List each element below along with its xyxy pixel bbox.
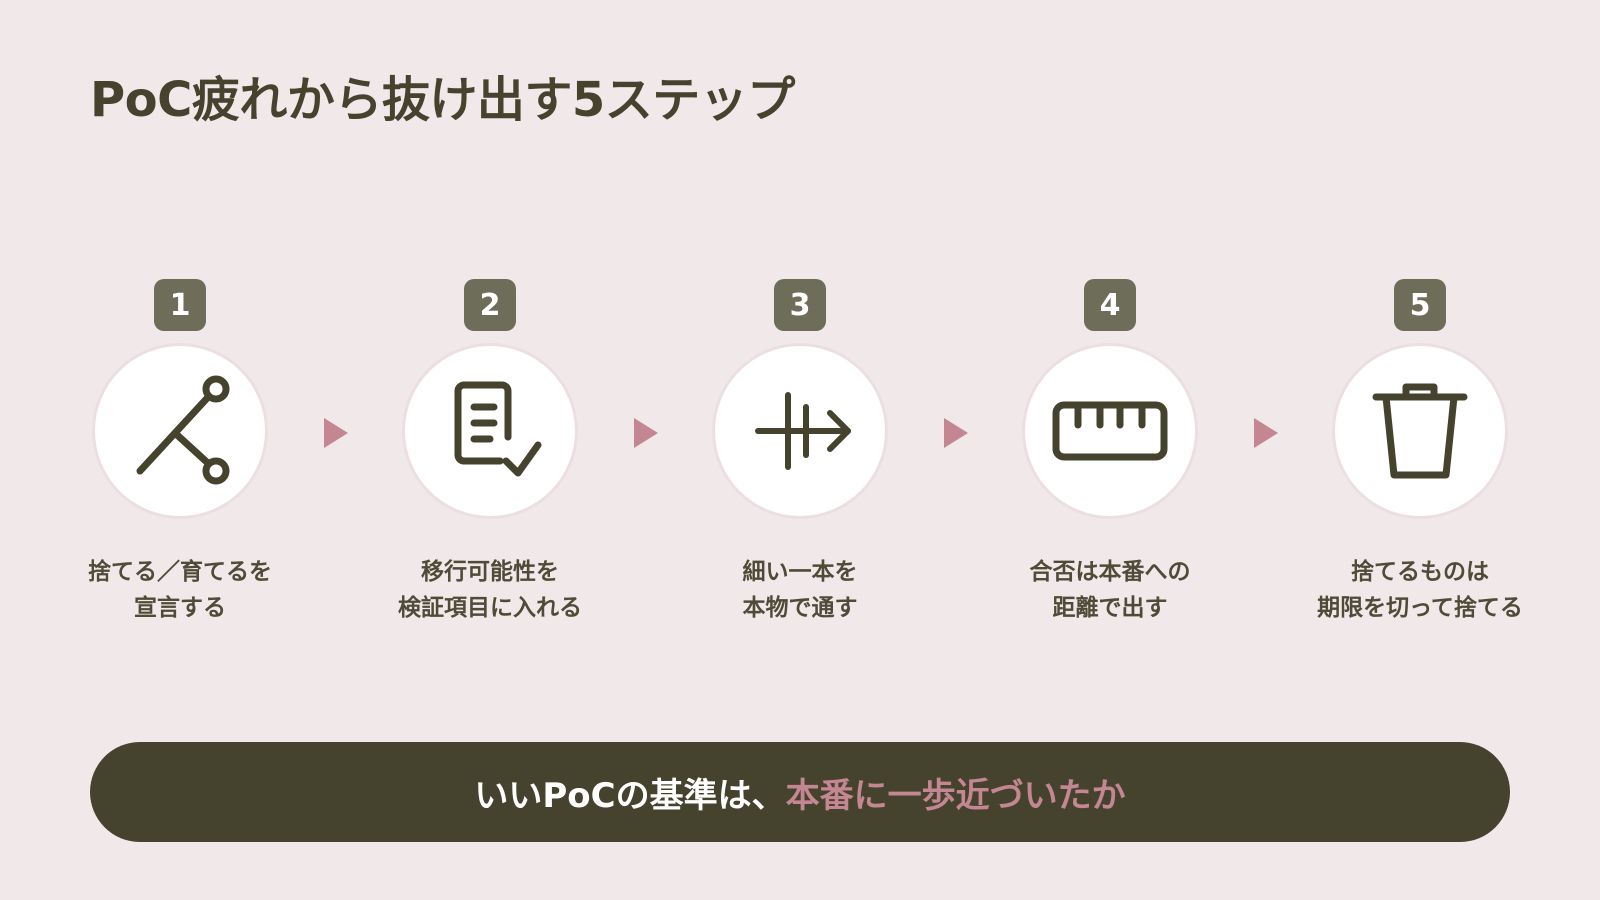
step-caption: 捨てる／育てるを 宣言する: [88, 554, 272, 626]
trash-icon: [1372, 383, 1468, 479]
page-title: PoC疲れから抜け出す5ステップ: [90, 72, 795, 128]
step-caption-line-2: 本物で通す: [742, 595, 858, 621]
step-caption: 合否は本番への 距離で出す: [1030, 554, 1191, 626]
arrow-right-icon: [634, 418, 658, 448]
icon-circle: [715, 346, 885, 516]
step-caption-line-1: 捨てる／育てるを: [88, 559, 272, 585]
step-2: 2 移行可能性を 検証項目に入れる: [370, 279, 610, 626]
step-3: 3 細い一本を 本物で通す: [680, 279, 920, 626]
icon-circle: [95, 346, 265, 516]
step-caption-line-2: 宣言する: [134, 595, 226, 621]
step-5: 5 捨てるものは 期限を切って捨てる: [1300, 279, 1540, 626]
step-number-badge: 3: [774, 279, 826, 331]
icon-circle: [1025, 346, 1195, 516]
step-caption: 捨てるものは 期限を切って捨てる: [1317, 554, 1523, 626]
step-4: 4 合否は本番への 距離で出す: [990, 279, 1230, 626]
branch-fork-icon: [136, 375, 230, 485]
document-check-icon: [454, 381, 542, 477]
step-caption: 移行可能性を 検証項目に入れる: [398, 554, 582, 626]
step-caption-line-1: 移行可能性を: [421, 559, 559, 585]
arrow-right-icon: [1254, 418, 1278, 448]
ruler-icon: [1052, 401, 1168, 461]
arrow-right-icon: [324, 418, 348, 448]
step-caption-line-2: 距離で出す: [1052, 595, 1168, 621]
summary-banner: いいPoCの基準は、本番に一歩近づいたか: [90, 742, 1510, 842]
step-number-badge: 4: [1084, 279, 1136, 331]
step-caption-line-2: 検証項目に入れる: [398, 595, 582, 621]
icon-circle: [405, 346, 575, 516]
banner-highlight: 本番に一歩近づいたか: [785, 775, 1126, 816]
step-number-badge: 1: [154, 279, 206, 331]
step-caption: 細い一本を 本物で通す: [743, 554, 858, 626]
step-caption-line-2: 期限を切って捨てる: [1317, 595, 1523, 621]
icon-circle: [1335, 346, 1505, 516]
banner-text: いいPoCの基準は、: [474, 775, 786, 816]
step-caption-line-1: 捨てるものは: [1350, 559, 1489, 585]
thin-arrow-icon: [755, 392, 851, 470]
arrow-right-icon: [944, 418, 968, 448]
step-1: 1 捨てる／育てるを 宣言する: [60, 279, 300, 626]
step-number-badge: 2: [464, 279, 516, 331]
step-caption-line-1: 細い一本を: [742, 559, 858, 585]
step-caption-line-1: 合否は本番への: [1029, 559, 1191, 585]
step-number-badge: 5: [1394, 279, 1446, 331]
